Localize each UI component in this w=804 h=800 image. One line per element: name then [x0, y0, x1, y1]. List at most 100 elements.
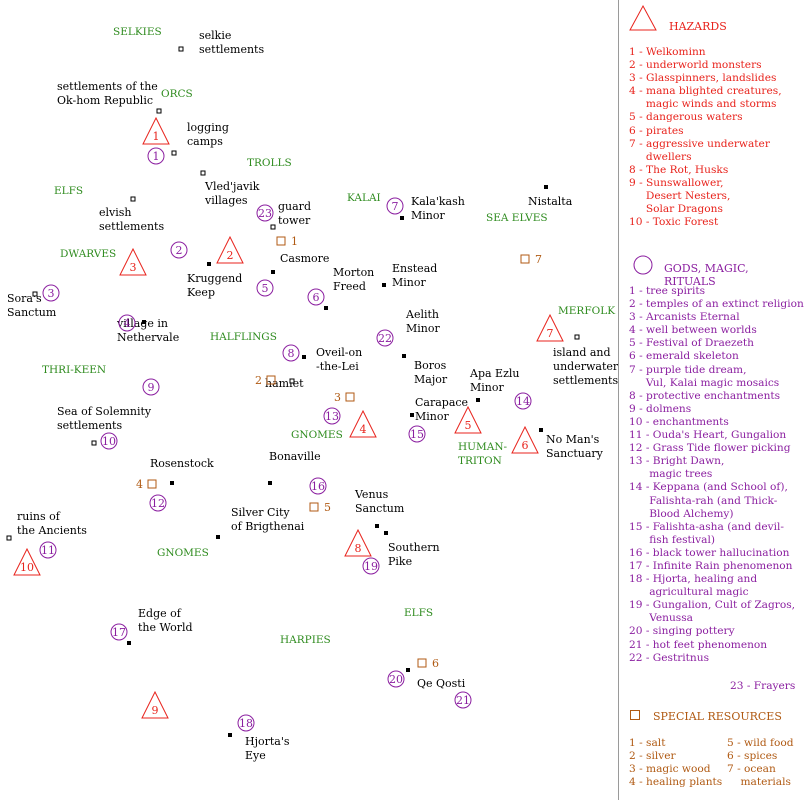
- legend-entry: 11 - Ouda's Heart, Gungalion: [629, 429, 787, 442]
- settlement-marker: [156, 108, 162, 114]
- magic-circle-icon: [633, 255, 653, 275]
- magic-circle: [307, 288, 325, 306]
- magic-number: 5: [262, 282, 269, 295]
- hazard-number: 8: [355, 542, 362, 555]
- legend-entry: 7 - ocean: [727, 763, 776, 776]
- magic-number: 22: [378, 332, 392, 345]
- magic-number: 4: [124, 317, 131, 330]
- magic-number: 21: [456, 694, 470, 707]
- region-label: THRI-KEEN: [42, 364, 106, 376]
- magic-number: 7: [392, 200, 399, 213]
- settlement-marker: [171, 150, 177, 156]
- settlement-marker: [544, 185, 548, 189]
- resource-square: [345, 392, 355, 402]
- settlement-marker: [207, 262, 211, 266]
- legend-entry: 16 - black tower hallucination: [629, 546, 790, 559]
- legend-entry: 9 - dolmens: [629, 402, 692, 415]
- magic-circle: [309, 477, 327, 495]
- legend-entry: 1 - salt: [629, 737, 666, 749]
- hazard-triangle-icon: [629, 4, 657, 31]
- legend-entry: 6 - spices: [727, 750, 778, 763]
- magic-number: 8: [288, 347, 295, 360]
- legend-entry: 2 - underworld monsters: [629, 59, 762, 72]
- magic-circle: [376, 329, 394, 347]
- legend-entry: 22 - Gestritnus: [629, 651, 710, 664]
- legend-entry: 8 - protective enchantments: [629, 389, 781, 402]
- resource-number: 7: [535, 253, 542, 266]
- resource-square: [417, 658, 427, 668]
- legend-entry: 19 - Gungalion, Cult of Zagros, Venussa: [629, 599, 796, 625]
- resource-number: 3: [334, 391, 341, 404]
- legend-entry: 17 - Infinite Rain phenomenon: [629, 559, 793, 572]
- legend-entry: 21 - hot feet phenomenon: [629, 638, 768, 651]
- magic-number: 12: [151, 497, 165, 510]
- legend-entry: 4 - healing plants: [629, 776, 723, 789]
- legend-entry: 13 - Bright Dawn, magic trees: [629, 455, 725, 481]
- magic-number: 10: [102, 435, 116, 448]
- magic-number: 13: [325, 410, 339, 423]
- hazard-triangle: [536, 313, 564, 342]
- magic-circle: [100, 432, 118, 450]
- legend-entry: 5 - Festival of Draezeth: [629, 337, 754, 350]
- region-label: HUMAN-: [458, 441, 508, 453]
- magic-circle: [386, 197, 404, 215]
- region-label: GNOMES: [157, 547, 209, 559]
- magic-circle: [408, 425, 426, 443]
- legend-entry: 6 - pirates: [629, 124, 684, 137]
- legend-entry: 7 - aggressive underwater dwellers: [629, 137, 770, 163]
- resource-number: 6: [432, 657, 439, 670]
- hazard-number: 5: [465, 419, 472, 432]
- settlement-marker: [302, 355, 306, 359]
- legend-entry: 1 - tree spirits: [629, 285, 706, 297]
- resource-square: [520, 254, 530, 264]
- magic-number: 2: [176, 244, 183, 257]
- legend-entry: 1 - Welkominn: [629, 46, 706, 58]
- settlement-marker: [270, 224, 276, 230]
- hazard-triangle: [511, 425, 539, 454]
- settlement-label: Oveil-on-the-Lei: [316, 346, 362, 373]
- legend-entry: 10 - Toxic Forest: [629, 216, 719, 229]
- settlement-marker: [127, 641, 131, 645]
- magic-circle: [170, 241, 188, 259]
- hazard-triangle: [141, 690, 169, 719]
- hazard-triangle: [344, 528, 372, 557]
- legend-entry: 20 - singing pottery: [629, 625, 735, 638]
- region-label: TROLLS: [247, 157, 292, 169]
- magic-circle: [256, 204, 274, 222]
- legend-entry: 9 - Sunswallower, Desert Nesters, Solar …: [629, 176, 731, 216]
- hazard-number: 10: [20, 561, 34, 574]
- settlement-marker: [406, 668, 410, 672]
- region-label: ELFS: [54, 185, 83, 197]
- region-label: GNOMES: [291, 429, 343, 441]
- legend-entry: 15 - Falishta-asha (and devil- fish fest…: [629, 520, 785, 546]
- region-label: TRITON: [458, 455, 502, 467]
- resources-title: SPECIAL RESOURCES: [653, 710, 782, 723]
- magic-item-23: 23 - Frayers: [730, 680, 796, 692]
- legend-entry: 6 - emerald skeleton: [629, 350, 739, 363]
- settlement-marker: [200, 170, 206, 176]
- magic-number: 3: [48, 287, 55, 300]
- region-label: HARPIES: [280, 634, 331, 646]
- settlement-marker: [178, 46, 184, 52]
- hazard-number: 9: [152, 704, 159, 717]
- settlement-marker: [402, 354, 406, 358]
- magic-number: 11: [41, 544, 55, 557]
- magic-number: 6: [313, 291, 320, 304]
- hazard-triangle: [119, 247, 147, 276]
- hazard-number: 6: [522, 439, 529, 452]
